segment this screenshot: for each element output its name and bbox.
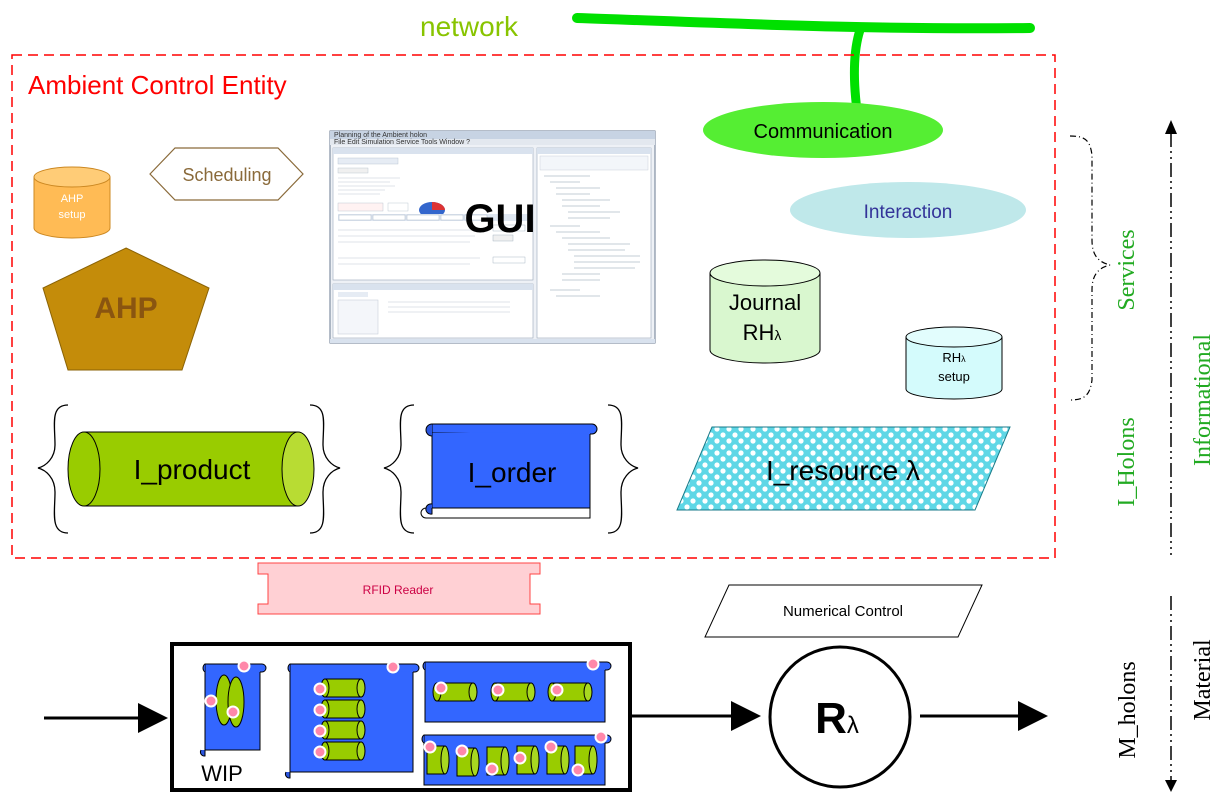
interaction-label: Interaction — [864, 202, 953, 223]
ambient-control-entity-frame — [11, 54, 1056, 559]
numerical-control — [704, 584, 983, 638]
journal-label-2: RHλ — [743, 320, 782, 345]
wip-order-bottom — [421, 730, 612, 786]
rh-setup-database — [905, 326, 1003, 400]
ahp-label: AHP — [94, 292, 157, 325]
i-order-label: I_order — [468, 457, 557, 488]
gui-screenshot: Planning of the Ambient holon File Edit … — [329, 130, 656, 344]
wip-order-small — [199, 659, 267, 757]
scheduling-service — [149, 147, 304, 201]
ambient-control-entity-title: Ambient Control Entity — [28, 70, 287, 100]
gui-menu: File Edit Simulation Service Tools Windo… — [334, 139, 470, 146]
material-side-label: Material — [1190, 639, 1216, 721]
ahp-setup-database — [33, 166, 111, 239]
gui-window-title: Planning of the Ambient holon — [334, 132, 427, 139]
journal-label-1: Journal — [729, 290, 801, 315]
i-resource-holon — [676, 426, 1011, 511]
network-label: network — [420, 11, 519, 42]
i-holons-side-label: I_Holons — [1114, 417, 1140, 506]
numerical-control-label: Numerical Control — [783, 603, 903, 620]
i-product-label: I_product — [134, 454, 251, 485]
product-brace-left — [37, 404, 69, 534]
scheduling-label: Scheduling — [182, 165, 271, 185]
product-brace-right — [309, 404, 341, 534]
informational-side-label: Informational — [1190, 334, 1216, 466]
rfid-reader — [257, 562, 541, 615]
rh-setup-label-1: RHλ — [942, 350, 966, 365]
communication-service — [703, 102, 943, 158]
informational-axis-arrowhead — [1165, 120, 1177, 134]
wip-order-medium — [284, 660, 420, 779]
services-brace — [1069, 135, 1111, 401]
resource-machine — [768, 645, 912, 789]
order-brace-left — [383, 404, 415, 534]
ahp-setup-label-2: setup — [59, 209, 86, 221]
i-order-holon — [420, 423, 598, 519]
ahp-setup-label-1: AHP — [61, 193, 84, 205]
rfid-reader-label: RFID Reader — [363, 583, 434, 597]
ahp-module — [42, 247, 210, 371]
rh-setup-label-2: setup — [938, 369, 970, 384]
i-product-holon — [67, 431, 315, 507]
i-resource-label: I_resource λ — [766, 455, 920, 486]
gui-label: GUI — [464, 197, 535, 241]
wip-order-top — [422, 657, 612, 723]
wip-label: WIP — [201, 761, 243, 786]
resource-machine-label: Rλ — [815, 694, 859, 743]
m-holons-side-label: M_holons — [1115, 661, 1141, 758]
material-axis-arrowhead — [1165, 780, 1177, 792]
services-side-label: Services — [1114, 229, 1140, 310]
interaction-service — [790, 182, 1026, 238]
order-brace-right — [607, 404, 639, 534]
communication-label: Communication — [754, 121, 893, 143]
journal-database — [709, 259, 821, 364]
